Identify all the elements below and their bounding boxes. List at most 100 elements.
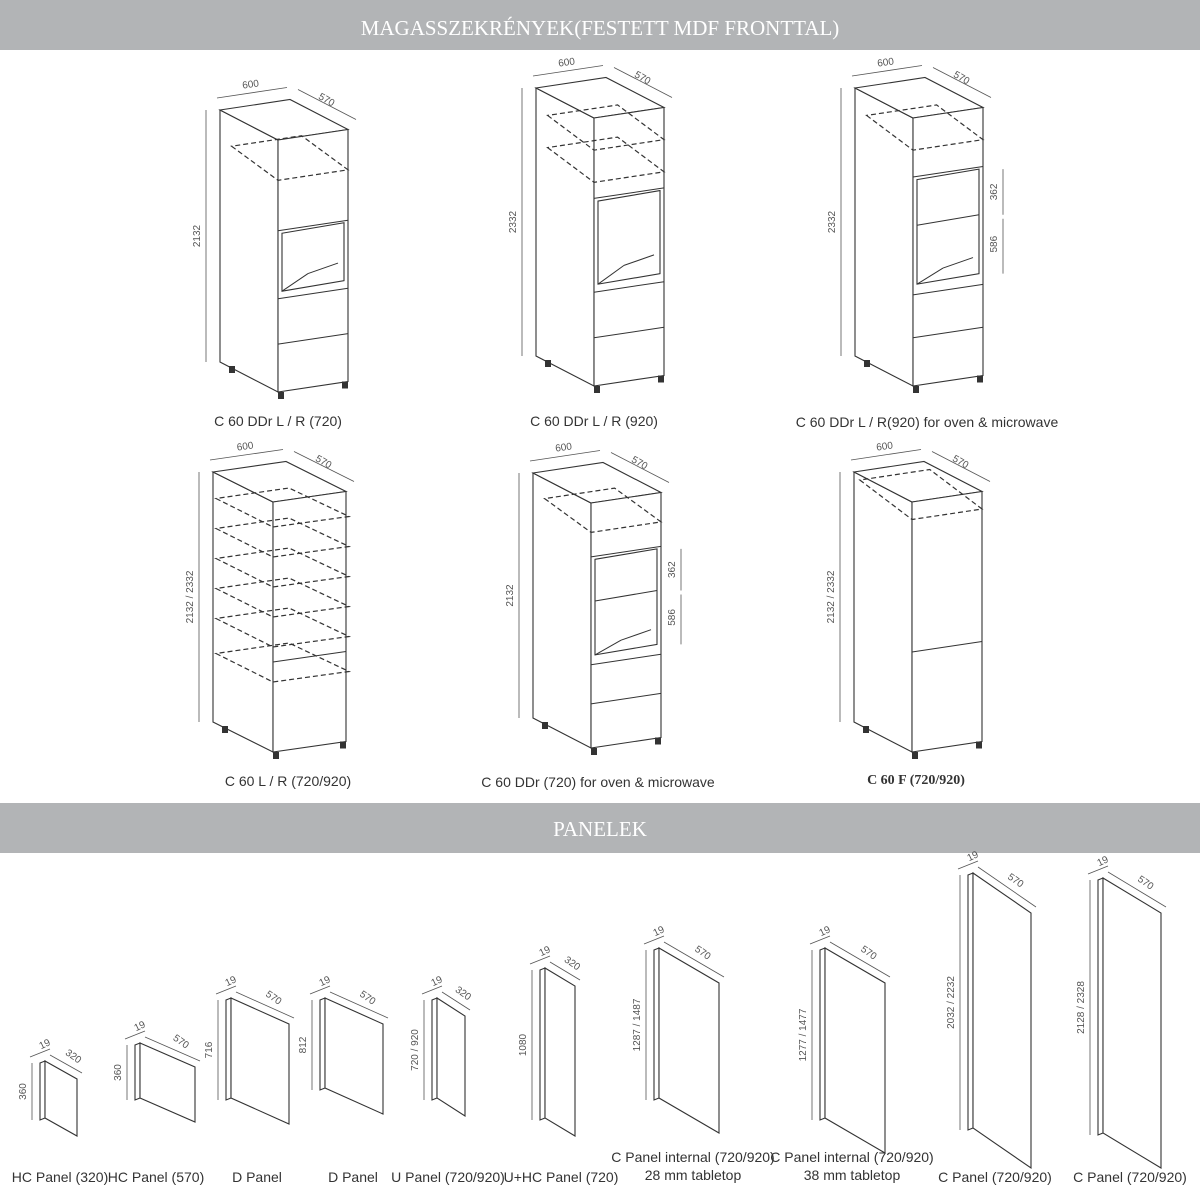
hidden-shelf — [858, 468, 984, 521]
opening-inner — [623, 254, 655, 266]
height-dim-label: 1287 / 1487 — [632, 998, 643, 1051]
cabinet-caption: C 60 L / R (720/920) — [224, 773, 352, 789]
height-dim-label: 720 / 920 — [410, 1029, 421, 1071]
door-split — [911, 641, 983, 653]
panel-caption: HC Panel (570) — [107, 1169, 205, 1185]
depth-dim-line — [293, 451, 355, 482]
panel-caption: U Panel (720/920) — [391, 1169, 505, 1185]
drawer-line — [590, 692, 662, 705]
hidden-shelf — [214, 607, 352, 648]
cabinet-leg — [222, 726, 228, 733]
thickness-dim-label: 19 — [318, 974, 333, 989]
cabinet-front — [277, 128, 349, 393]
panel-face — [1102, 877, 1162, 1169]
panel-caption: C Panel (720/920) — [938, 1169, 1052, 1185]
door-split — [272, 651, 347, 663]
height-dim-label: 2128 / 2328 — [1076, 981, 1087, 1034]
height-dim-label: 1080 — [518, 1033, 529, 1056]
height-dim-label: 2132 / 2332 — [185, 570, 196, 623]
cabinet-leg — [542, 722, 548, 729]
cabinet-caption: C 60 DDr L / R(920) for oven & microwave — [795, 414, 1059, 430]
hidden-shelf — [214, 547, 352, 588]
cabinet-front — [593, 106, 665, 387]
oven-opening — [597, 189, 661, 285]
opening-inner — [307, 262, 339, 275]
panel-caption: C Panel internal (720/920) — [770, 1149, 934, 1165]
opening-inner — [597, 264, 625, 285]
cabinet-side — [532, 472, 592, 749]
depth-dim-label: 570 — [313, 453, 333, 471]
thickness-dim-line — [29, 1048, 51, 1058]
thickness-dim-line — [215, 985, 237, 995]
width-dim-line — [209, 449, 284, 461]
depth-dim-line — [932, 67, 992, 98]
door-split — [590, 545, 662, 558]
panel-caption: U+HC Panel (720) — [503, 1169, 619, 1185]
drawer-line — [590, 653, 662, 666]
width-dim-line — [529, 450, 601, 462]
height-dim-label: 2332 — [827, 210, 838, 233]
cabinet-leg — [658, 375, 664, 383]
depth-dim-line — [977, 866, 1037, 908]
drawer-line — [912, 283, 984, 296]
depth-dim-label: 570 — [316, 91, 336, 109]
depth-dim-line — [235, 991, 295, 1019]
width-dim-line — [532, 65, 604, 77]
panel-caption: HC Panel (320) — [11, 1169, 109, 1185]
thickness-dim-label: 19 — [38, 1037, 53, 1052]
depth-dim-line — [297, 89, 357, 120]
width-dim-label: 600 — [236, 440, 254, 453]
thickness-dim-line — [809, 935, 831, 945]
door-split — [912, 165, 984, 178]
depth-dim-label: 570 — [951, 69, 971, 87]
panel-caption: D Panel — [232, 1169, 282, 1185]
cabinet-leg — [913, 386, 919, 393]
panel-face — [44, 1060, 78, 1137]
hidden-shelf — [214, 642, 352, 683]
height-dim-label: 812 — [298, 1036, 309, 1053]
door-split — [277, 219, 349, 232]
height-dim-label: 2132 — [192, 224, 203, 247]
cabinet-side — [854, 87, 914, 387]
depth-dim-label: 570 — [632, 69, 652, 87]
height-dim-label: 716 — [204, 1041, 215, 1058]
opening-inner — [281, 273, 309, 292]
appliance-shelf — [594, 590, 658, 602]
panel-edge — [134, 1042, 141, 1101]
thickness-dim-label: 19 — [430, 974, 445, 989]
thickness-dim-line — [124, 1030, 146, 1040]
cabinet-leg — [976, 741, 982, 749]
cabinet-caption: C 60 DDr (720) for oven & microwave — [481, 774, 715, 790]
cabinet-front — [272, 490, 347, 753]
panel-caption-sub: 28 mm tabletop — [644, 1167, 742, 1183]
thickness-dim-label: 19 — [652, 924, 667, 939]
cabinet-leg — [864, 360, 870, 367]
hidden-shelf — [543, 487, 663, 534]
height-dim-label: 360 — [113, 1064, 124, 1081]
depth-dim-line — [549, 961, 581, 981]
drawer-line — [593, 326, 665, 339]
height-dim-label: 360 — [18, 1083, 29, 1100]
thickness-dim-label: 19 — [133, 1019, 148, 1034]
cabinet-leg — [594, 386, 600, 393]
hidden-shelf — [546, 136, 666, 183]
panel-face — [544, 967, 576, 1137]
depth-dim-line — [329, 991, 389, 1019]
cabinet-leg — [278, 392, 284, 399]
depth-dim-line — [613, 67, 673, 98]
thickness-dim-label: 19 — [224, 974, 239, 989]
panel-edge — [967, 872, 974, 1131]
cabinet-side — [853, 471, 913, 753]
depth-dim-label: 570 — [950, 453, 970, 471]
width-dim-line — [850, 449, 922, 461]
panel-caption: C Panel internal (720/920) — [611, 1149, 775, 1165]
height-dim-label: 2132 / 2332 — [826, 570, 837, 623]
